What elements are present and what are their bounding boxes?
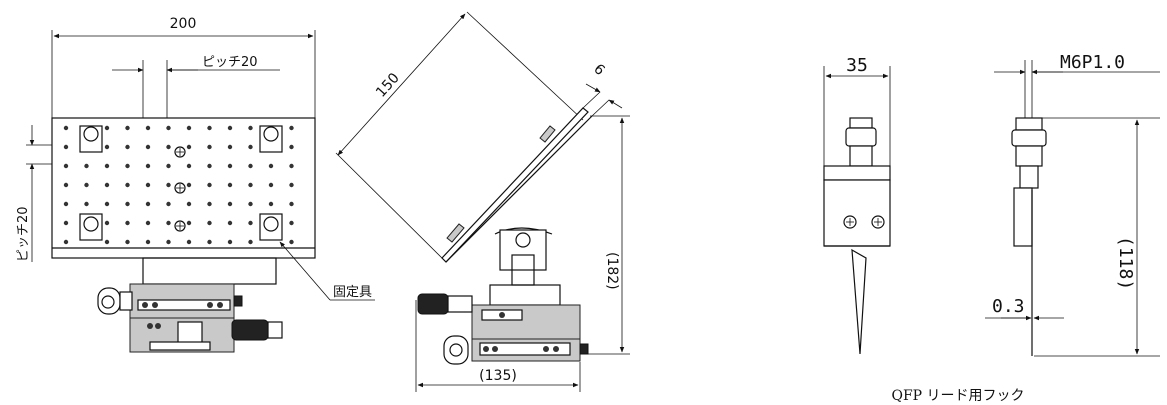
plate-hole <box>207 182 212 188</box>
plate-hole <box>104 163 110 169</box>
plate-hole <box>166 220 171 226</box>
plate-hole <box>166 125 171 131</box>
dim-135-label: (135) <box>479 368 517 384</box>
dim-6-label: 6 <box>590 61 607 79</box>
fixture-label: 固定具 <box>333 285 372 300</box>
plate-hole <box>145 144 151 150</box>
plate-hole <box>186 125 192 131</box>
plate-hole <box>63 201 69 207</box>
dim-118-label: (118) <box>1115 236 1136 290</box>
dim-35-label: 35 <box>846 55 868 76</box>
plate-hole <box>268 163 274 169</box>
plate-hole <box>125 182 130 188</box>
dim-03-label: 0.3 <box>992 296 1025 317</box>
hook-side-view: M6P1.0 (118) 0.3 <box>985 52 1160 357</box>
plate-hole <box>207 201 212 207</box>
plate-hole <box>104 125 110 131</box>
plate-hole <box>289 144 294 150</box>
plate-hole <box>227 182 233 188</box>
plate-hole <box>207 125 212 131</box>
plate-hole <box>145 239 151 245</box>
hook-caption: QFP リード用フック <box>891 388 1024 404</box>
plate-hole <box>104 239 110 245</box>
plate-hole <box>227 125 233 131</box>
plate-hole <box>104 220 110 226</box>
plate-hole <box>227 201 233 207</box>
thread-label: M6P1.0 <box>1060 52 1125 73</box>
plate-hole <box>125 239 130 245</box>
pitch-v-label: ピッチ20 <box>16 206 31 262</box>
plate-hole <box>84 201 89 207</box>
plate-hole <box>207 163 212 169</box>
plate-hole <box>104 201 110 207</box>
plate-hole <box>248 182 253 188</box>
plate-hole <box>166 163 171 169</box>
plate-hole <box>227 220 233 226</box>
pitch-h-label: ピッチ20 <box>202 55 258 70</box>
plate-hole <box>84 163 89 169</box>
hook-front-view: 35 <box>823 55 891 355</box>
plate-hole <box>125 125 130 131</box>
plate-hole <box>63 239 69 245</box>
plate-hole <box>227 144 233 150</box>
plate-hole <box>63 182 69 188</box>
plate-hole <box>63 125 69 131</box>
plate-hole <box>289 163 294 169</box>
plate-hole <box>186 163 192 169</box>
plate-hole <box>145 201 151 207</box>
side-view: 150 6 (182) <box>335 11 630 392</box>
plate-hole <box>186 182 192 188</box>
plate-holes <box>63 125 294 245</box>
plate-hole <box>186 220 192 226</box>
plate-hole <box>289 201 294 207</box>
plate-hole <box>166 182 171 188</box>
plate-hole <box>207 220 212 226</box>
plate-hole <box>166 201 171 207</box>
plate-hole <box>248 125 253 131</box>
plate-hole <box>248 163 253 169</box>
plate-hole <box>289 182 294 188</box>
plate-hole <box>207 239 212 245</box>
plate-hole <box>289 239 294 245</box>
plate-hole <box>227 163 233 169</box>
dim-150-label: 150 <box>373 70 403 101</box>
plate-hole <box>186 239 192 245</box>
plate-hole <box>145 125 151 131</box>
plate-hole <box>248 144 253 150</box>
plate-hole <box>145 163 151 169</box>
plate-hole <box>289 220 294 226</box>
plate-hole <box>63 220 69 226</box>
plate-hole <box>125 220 130 226</box>
plate-hole <box>248 201 253 207</box>
dim-200-label: 200 <box>170 16 197 32</box>
plate-hole <box>248 220 253 226</box>
plate-hole <box>104 144 110 150</box>
plate-hole <box>84 182 89 188</box>
plate-hole <box>125 163 130 169</box>
plate-hole <box>186 144 192 150</box>
plate-hole <box>248 239 253 245</box>
dim-182-label: (182) <box>604 252 620 290</box>
plate-hole <box>268 182 274 188</box>
top-view: 200 ピッチ20 ピッチ20 <box>16 16 375 353</box>
plate-hole <box>63 163 69 169</box>
plate-hole <box>268 201 274 207</box>
plate-hole <box>125 144 130 150</box>
plate-hole <box>186 201 192 207</box>
plate-hole <box>145 220 151 226</box>
plate-hole <box>289 125 294 131</box>
fixture-clamps <box>79 125 283 241</box>
plate-hole <box>145 182 151 188</box>
plate-hole <box>207 144 212 150</box>
plate-hole <box>104 182 110 188</box>
plate-hole <box>166 239 171 245</box>
plate-hole <box>227 239 233 245</box>
plate-hole <box>63 144 69 150</box>
plate-hole <box>166 144 171 150</box>
plate-hole <box>125 201 130 207</box>
